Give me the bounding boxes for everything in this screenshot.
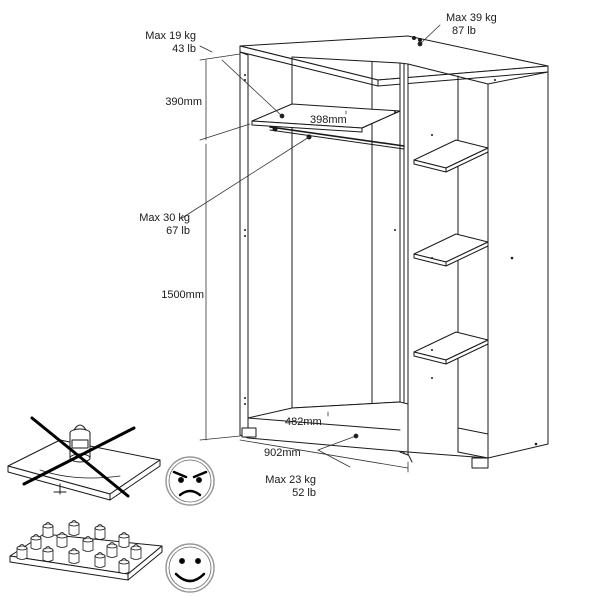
small-weight <box>94 525 106 531</box>
small-weight <box>16 545 28 551</box>
upper-shelf-load-lb-label: 43 lb <box>172 43 196 55</box>
dimension-lines <box>199 53 409 473</box>
shelf-depth-label: 398mm <box>310 114 347 126</box>
small-weight <box>130 545 142 551</box>
bottom-panel <box>247 401 409 453</box>
right-shelves <box>413 139 489 365</box>
small-weight <box>94 555 106 568</box>
bottom-load-kg-label: Max 23 kg <box>265 474 316 486</box>
small-weight <box>56 533 68 539</box>
small-weight <box>42 547 54 553</box>
small-weight <box>106 543 118 549</box>
small-weight <box>16 547 28 560</box>
small-weight <box>130 547 142 560</box>
cross-icon <box>22 416 136 498</box>
small-weight <box>68 551 80 564</box>
inner-depth-label: 482mm <box>285 416 322 428</box>
small-weight <box>44 522 52 526</box>
small-weight <box>68 523 80 536</box>
small-weight <box>82 537 94 543</box>
small-weight <box>96 552 104 556</box>
upper-shelf-load-kg-label: Max 19 kg <box>145 30 196 42</box>
small-weight <box>44 546 52 550</box>
smiling-face-icon <box>165 543 215 593</box>
rail-load-lb-label: 67 lb <box>166 225 190 237</box>
bottom-load-lb-label: 52 lb <box>292 487 316 499</box>
small-weight <box>42 523 54 529</box>
small-weight <box>94 553 106 559</box>
leader-lines <box>181 24 441 468</box>
small-weight <box>68 521 80 527</box>
small-weight <box>94 527 106 540</box>
small-weight <box>56 535 68 548</box>
small-weight <box>108 542 116 546</box>
small-weight <box>118 561 130 574</box>
small-weight <box>42 549 54 562</box>
small-weight <box>30 537 42 550</box>
width-label: 902mm <box>264 447 301 459</box>
small-weight <box>18 544 26 548</box>
upper-shelf-height-label: 390mm <box>165 96 202 108</box>
small-weight <box>70 520 78 524</box>
small-weight <box>118 535 130 548</box>
left-side-panel <box>239 51 249 439</box>
small-weight <box>82 539 94 552</box>
small-weight <box>30 535 42 541</box>
small-weight <box>106 545 118 558</box>
small-weight <box>70 548 78 552</box>
small-weight <box>84 536 92 540</box>
angry-face-icon <box>165 456 215 506</box>
bad-load-example <box>7 416 161 501</box>
foot-left <box>241 427 257 438</box>
rail-load-kg-label: Max 30 kg <box>139 212 190 224</box>
small-weight <box>120 532 128 536</box>
foot-right <box>471 457 489 469</box>
small-weight <box>132 544 140 548</box>
good-load-example <box>9 520 163 581</box>
top-load-kg-label: Max 39 kg <box>446 12 497 24</box>
small-weight <box>32 534 40 538</box>
small-weight <box>118 559 130 565</box>
small-weight <box>42 525 54 538</box>
small-weight <box>96 524 104 528</box>
cabinet-height-label: 1500mm <box>161 289 204 301</box>
small-weights-icon <box>16 520 142 574</box>
right-side-panel <box>487 71 549 459</box>
small-weight <box>120 558 128 562</box>
top-load-lb-label: 87 lb <box>452 25 476 37</box>
small-weight <box>118 533 130 539</box>
wardrobe <box>239 35 549 469</box>
hanging-rail <box>269 126 405 147</box>
small-weight <box>68 549 80 555</box>
small-weight <box>58 532 66 536</box>
